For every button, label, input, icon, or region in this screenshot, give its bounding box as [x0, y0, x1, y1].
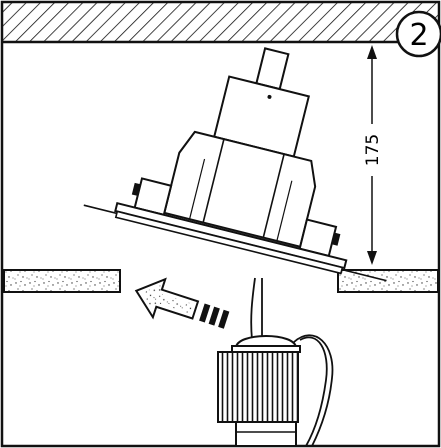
- led-driver-transformer-icon: [217, 335, 301, 447]
- ceiling-slab-icon: [2, 2, 439, 44]
- insert-direction-arrow-icon: [134, 277, 230, 329]
- step-badge: 2: [395, 10, 441, 58]
- step-number: 2: [409, 18, 428, 53]
- recessed-light-housing-icon: [83, 47, 387, 282]
- ceiling-panel-right: [337, 269, 439, 293]
- ceiling-panel-left: [3, 269, 121, 293]
- dimension-label: 175: [363, 134, 383, 166]
- dimension-annotation: 175: [362, 45, 383, 265]
- cables: [250, 277, 334, 447]
- step-circle: [395, 10, 441, 58]
